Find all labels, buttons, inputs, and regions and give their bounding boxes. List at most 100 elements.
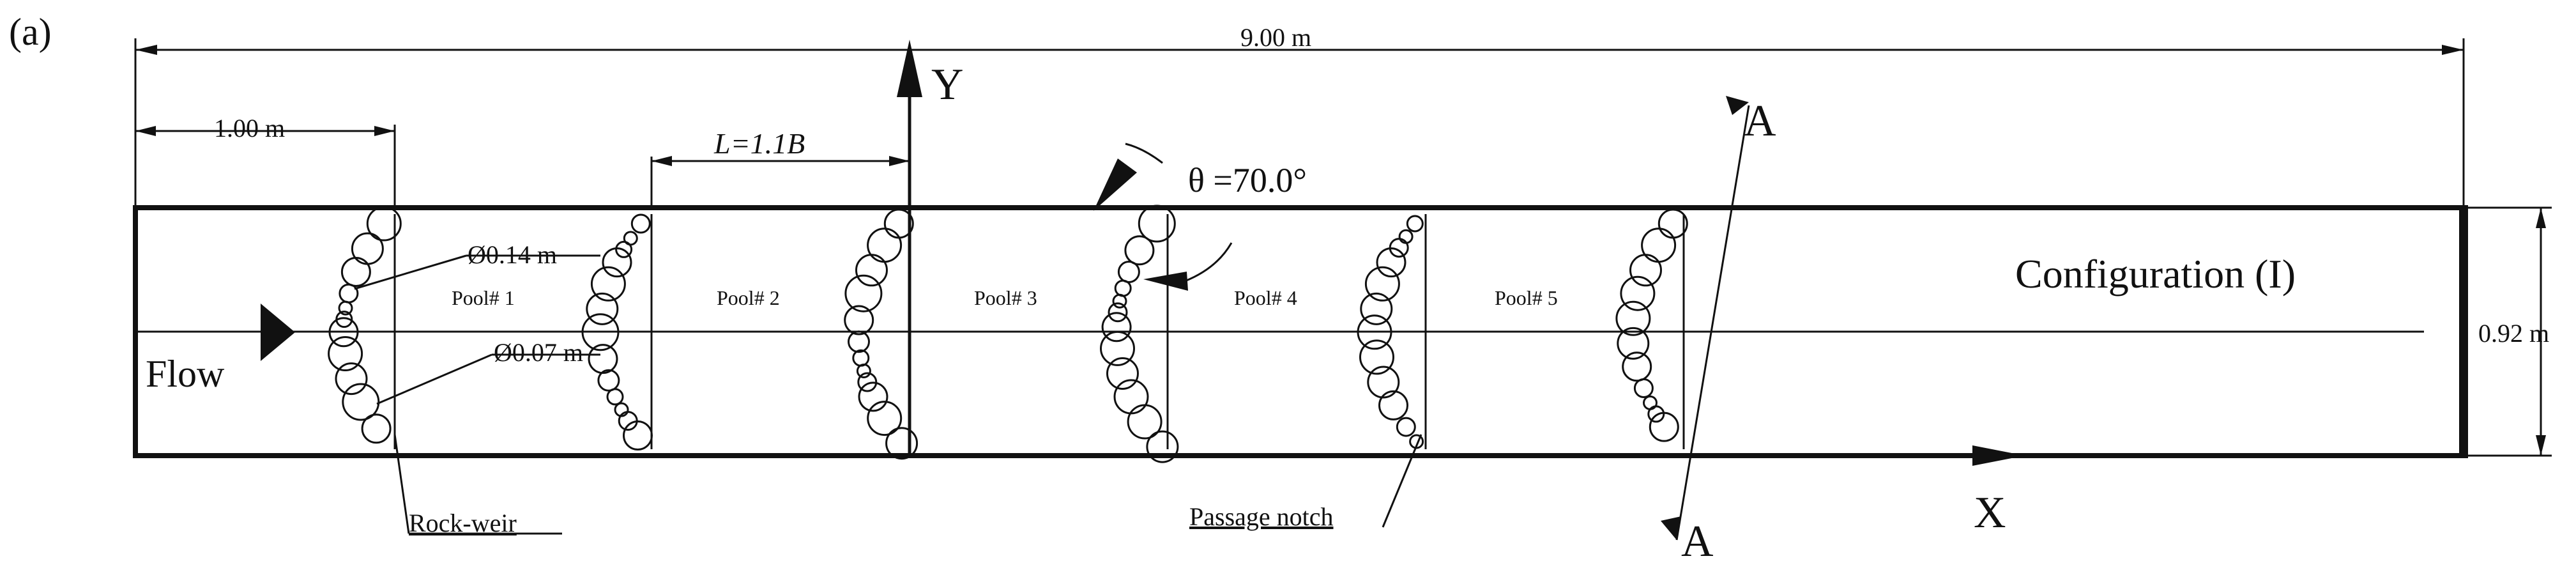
rock-circle — [867, 401, 903, 436]
rock-circle — [855, 254, 888, 287]
rock-circle — [1406, 215, 1424, 233]
leader-lines — [354, 254, 1422, 535]
rock-circle — [615, 240, 633, 258]
pool-length-arrow-left — [652, 156, 672, 166]
rock-circle — [1622, 351, 1652, 382]
pool-label-2: Pool# 2 — [717, 286, 780, 309]
rock-circle — [844, 274, 883, 312]
rock-circle — [342, 383, 380, 421]
angle-arc-lower — [1184, 242, 1233, 282]
rock-circle — [339, 283, 359, 304]
rock-circle — [1127, 404, 1162, 440]
rock-circle — [623, 420, 653, 451]
rock-circle — [366, 206, 402, 242]
angle-arc-arrow — [1094, 158, 1137, 211]
rock-circle — [1620, 275, 1656, 311]
rock-circle — [856, 364, 871, 378]
total-length-arrow-left — [135, 45, 157, 55]
rock-circle — [1101, 312, 1132, 343]
angle-label: θ =70.0° — [1188, 161, 1307, 199]
total-length-label: 9.00 m — [1240, 23, 1311, 52]
y-axis-arrow — [897, 40, 922, 97]
rock-circle — [1615, 300, 1651, 336]
rock-circle — [1649, 412, 1679, 442]
rock-circle — [1106, 357, 1139, 390]
rock-circle — [606, 388, 624, 406]
rock-weir-leader — [393, 434, 410, 534]
panel-label: (a) — [9, 11, 52, 53]
rock-circle — [335, 362, 368, 396]
rock-circle — [630, 213, 651, 234]
pool-label-5: Pool# 5 — [1495, 286, 1558, 309]
rock-circle — [618, 411, 638, 431]
section-line-a-a — [1675, 105, 1750, 541]
diameter-small-leader — [376, 353, 492, 405]
x-axis-arrow — [1972, 445, 2025, 466]
rock-circle — [1376, 247, 1406, 278]
rock-circle — [328, 317, 359, 348]
rock-circle — [858, 381, 888, 412]
rock-circle — [1117, 261, 1140, 283]
rock-circle — [1146, 430, 1179, 463]
rock-circle — [1396, 417, 1416, 437]
width-arrow-top — [2536, 208, 2546, 228]
diameter-small-label: Ø0.07 m — [494, 338, 583, 367]
passage-notch-leader — [1382, 434, 1422, 528]
pool-label-1: Pool# 1 — [452, 286, 515, 309]
width-arrow-bottom — [2536, 435, 2546, 456]
rock-circle — [340, 257, 371, 287]
first-weir-distance-label: 1.00 m — [214, 114, 285, 142]
section-arrow-bottom — [1661, 516, 1681, 540]
flow-arrow-icon — [261, 304, 295, 361]
text-labels: (a) 9.00 m 1.00 m L=1.1B 0.92 m θ =70.0°… — [9, 11, 2549, 566]
rock-circle — [1367, 366, 1400, 399]
rock-circle — [867, 227, 903, 263]
rock-circle — [1629, 254, 1662, 287]
rock-circle — [1617, 327, 1650, 360]
rock-circle — [844, 305, 874, 335]
section-arrow-top — [1726, 96, 1749, 115]
rock-circle — [1633, 378, 1654, 398]
rock-circle — [328, 336, 363, 371]
rock-circle — [1357, 314, 1392, 350]
total-length-arrow-right — [2442, 45, 2464, 55]
rock-circle — [586, 292, 619, 325]
rock-circle — [848, 330, 870, 353]
pool-length-label: L=1.1B — [713, 127, 805, 160]
pool-label-4: Pool# 4 — [1234, 286, 1297, 309]
passage-notch-callout: Passage notch — [1189, 502, 1334, 531]
channel-width-label: 0.92 m — [2478, 319, 2549, 348]
section-label-top: A — [1744, 96, 1776, 146]
rock-circle — [1364, 266, 1400, 302]
flow-label: Flow — [146, 353, 225, 395]
pool-length-arrow-right — [889, 156, 910, 166]
rock-circle — [338, 300, 353, 316]
rock-circle — [1124, 235, 1155, 266]
rock-circle — [590, 266, 626, 302]
rock-circle — [1647, 405, 1665, 423]
rock-circle — [1108, 302, 1128, 323]
rock-circle — [1359, 339, 1394, 375]
section-label-bottom: A — [1681, 517, 1714, 566]
pool-label-3: Pool# 3 — [974, 286, 1037, 309]
rock-circle — [361, 413, 392, 444]
rock-circle — [1112, 293, 1127, 309]
rock-circle — [351, 232, 384, 265]
rock-weirs — [328, 204, 1688, 463]
rock-circle — [1641, 227, 1677, 263]
rock-circle — [1114, 279, 1132, 297]
x-axis-label: X — [1974, 488, 2006, 537]
rock-circle — [1100, 330, 1135, 366]
rock-circle — [1360, 292, 1393, 325]
y-axis-label: Y — [931, 60, 964, 109]
first-weir-arrow-left — [135, 126, 156, 136]
rock-circle — [852, 349, 870, 367]
rock-circle — [1138, 204, 1176, 243]
angle-arc-lower-arrow — [1143, 272, 1188, 291]
rock-circle — [602, 247, 632, 278]
configuration-label: Configuration (I) — [2015, 251, 2296, 297]
arrowheads — [135, 40, 2546, 540]
first-weir-arrow-right — [374, 126, 395, 136]
